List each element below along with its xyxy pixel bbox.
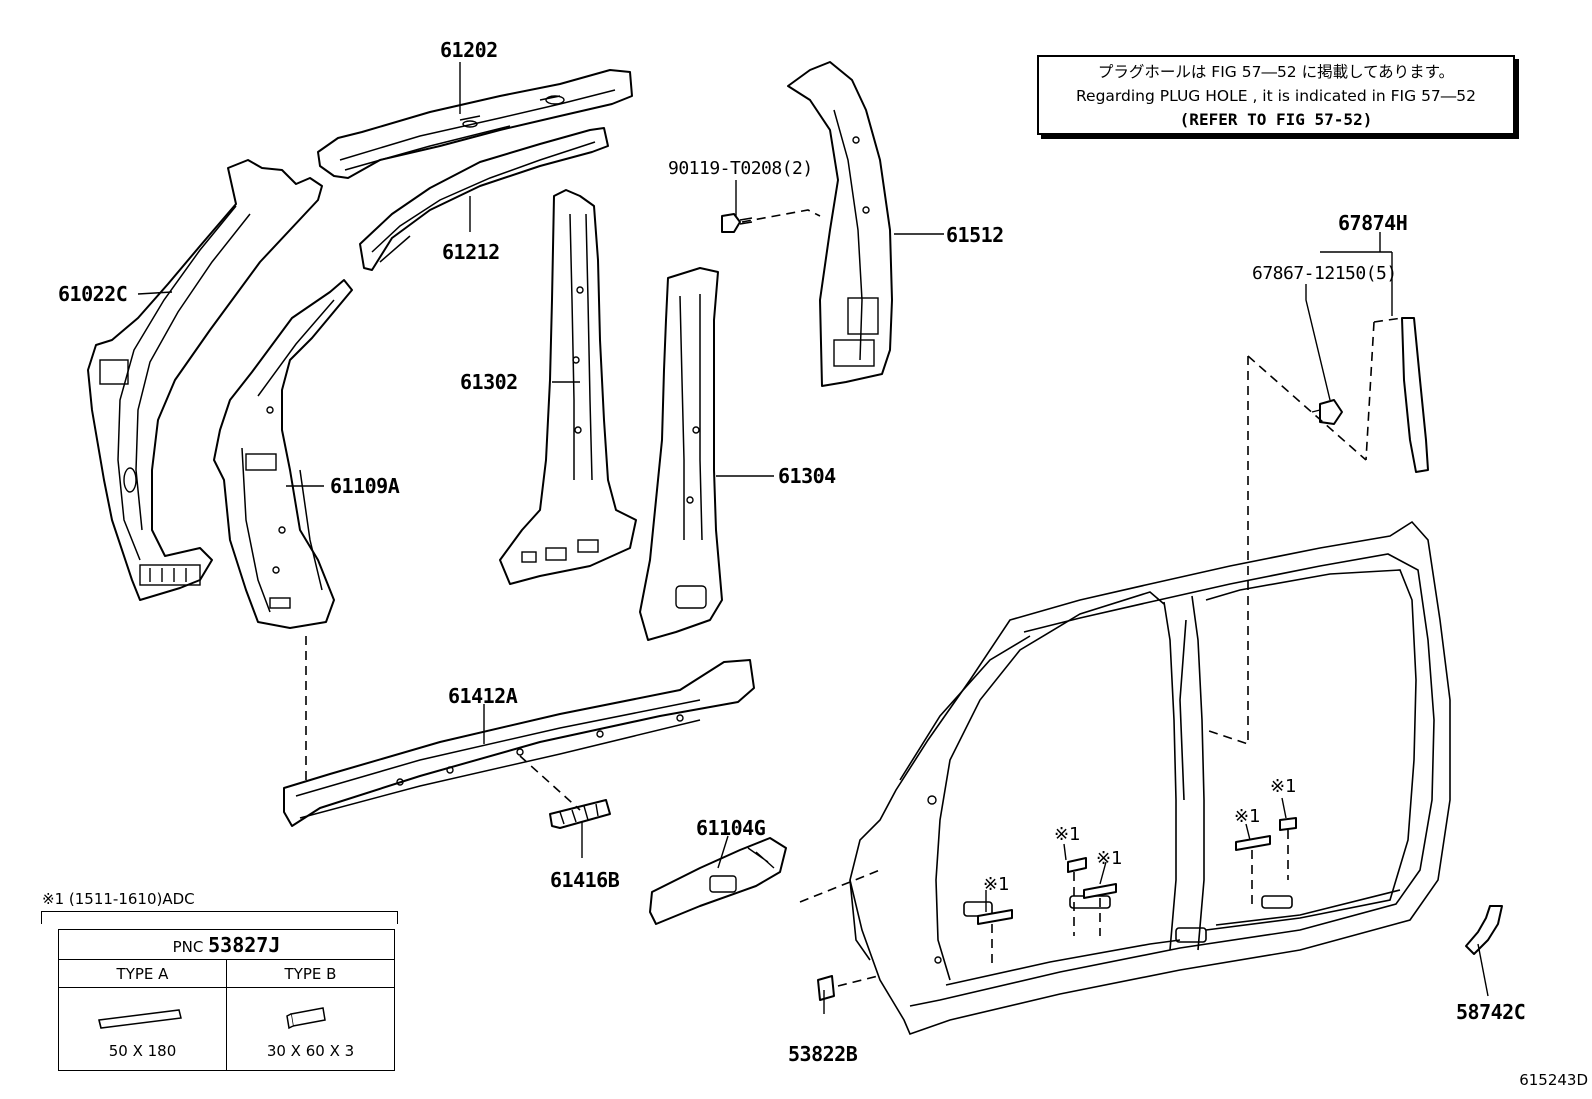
type-a-cell: 50 X 180 — [58, 987, 227, 1071]
notice-refer: (REFER TO FIG 57-52) — [1179, 110, 1373, 129]
part-61212-roof-rail-inner[interactable] — [359, 127, 609, 271]
label-61104G[interactable]: 61104G — [696, 816, 766, 840]
part-61109A-front-pillar-inner[interactable] — [213, 279, 353, 629]
label-61109A[interactable]: 61109A — [330, 474, 400, 498]
callout-mark: ※1 — [983, 874, 1010, 895]
part-61412A-rocker-panel[interactable] — [283, 659, 755, 827]
part-67874H-molding[interactable] — [1311, 317, 1429, 473]
label-61304[interactable]: 61304 — [778, 464, 836, 488]
label-61022C[interactable]: 61022C — [58, 282, 128, 306]
plug-hole-notice: プラグホールは FIG 57―52 に掲載してあります。 Regarding P… — [1037, 55, 1515, 135]
label-61302[interactable]: 61302 — [460, 370, 518, 394]
notice-english: Regarding PLUG HOLE , it is indicated in… — [1075, 87, 1477, 105]
callout-mark: ※1 — [1234, 806, 1261, 827]
callout-mark: ※1 — [1270, 776, 1297, 797]
label-61202[interactable]: 61202 — [440, 38, 498, 62]
type-b-cell: 30 X 60 X 3 — [226, 987, 395, 1071]
pnc-label: PNC — [172, 937, 204, 956]
type-b-dimension: 30 X 60 X 3 — [266, 1042, 355, 1060]
pnc-number[interactable]: 53827J — [208, 932, 281, 957]
type-b-header: TYPE B — [226, 959, 395, 988]
label-61412A[interactable]: 61412A — [448, 684, 518, 708]
label-53822B[interactable]: 53822B — [788, 1042, 858, 1066]
part-61416B-bracket[interactable] — [549, 799, 611, 829]
pnc-legend-table: PNC 53827J TYPE A TYPE B 50 X 180 30 — [58, 929, 395, 1071]
callout-mark: ※1 — [1096, 848, 1123, 869]
figure-code: 615243D — [1519, 1071, 1588, 1089]
part-58742C-arch-liner[interactable] — [1465, 905, 1503, 955]
part-61104G-reinforcement[interactable] — [649, 837, 787, 925]
part-61304-center-pillar-outer[interactable] — [639, 267, 723, 641]
label-61416B[interactable]: 61416B — [550, 868, 620, 892]
legend-bracket — [41, 911, 398, 924]
type-b-pad-drawing — [286, 1007, 326, 1030]
assembly-lines — [305, 209, 1403, 987]
part-61302-center-pillar[interactable] — [499, 189, 637, 585]
label-61212[interactable]: 61212 — [442, 240, 500, 264]
part-61202-roof-rail[interactable] — [317, 69, 633, 179]
legend-condition: ※1 (1511-1610)ADC — [42, 890, 195, 908]
label-90119-T0208[interactable]: 90119-T0208(2) — [668, 158, 813, 179]
label-61512[interactable]: 61512 — [946, 223, 1004, 247]
body-side-assembly — [849, 520, 1451, 1036]
pnc-header: PNC 53827J — [58, 929, 395, 960]
part-61022C-front-pillar[interactable] — [87, 159, 323, 601]
part-61512-quarter-pillar[interactable] — [787, 61, 893, 387]
part-90119-bolt[interactable] — [721, 213, 753, 233]
type-a-pad-drawing — [98, 1009, 182, 1029]
leader-lines — [137, 62, 1489, 1014]
label-67867-12150[interactable]: 67867-12150(5) — [1252, 263, 1397, 284]
type-a-dimension: 50 X 180 — [108, 1042, 177, 1060]
label-58742C[interactable]: 58742C — [1456, 1000, 1526, 1024]
notice-japanese: プラグホールは FIG 57―52 に掲載してあります。 — [1097, 63, 1455, 81]
type-a-header: TYPE A — [58, 959, 227, 988]
label-67874H[interactable]: 67874H — [1338, 211, 1408, 235]
callout-mark: ※1 — [1054, 824, 1081, 845]
callout-pads — [977, 817, 1297, 925]
part-53822B-clip[interactable] — [817, 975, 835, 1001]
